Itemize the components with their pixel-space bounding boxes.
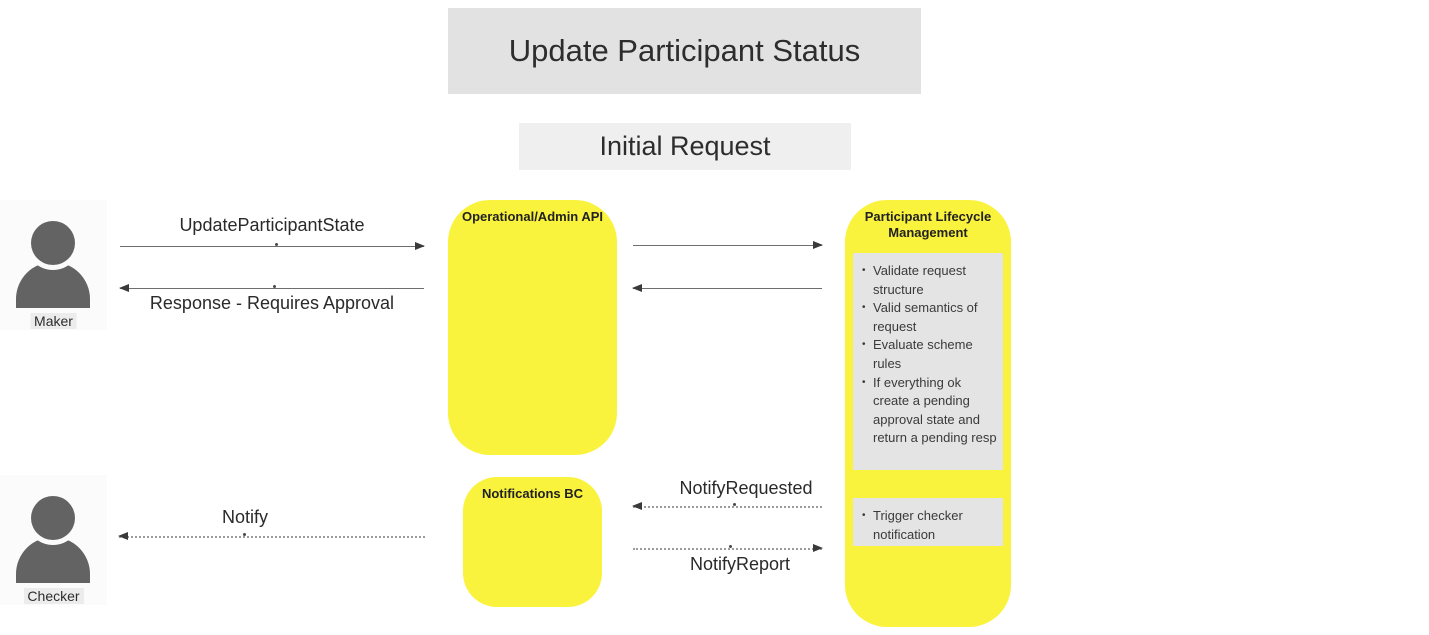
message-line-update-participant-state: [120, 246, 424, 247]
message-label-notify-report: NotifyReport: [689, 554, 791, 574]
message-line-plm-to-api: [633, 288, 822, 289]
component-title: Operational/Admin API: [461, 209, 604, 224]
message-label-notify-requested: NotifyRequested: [679, 478, 813, 498]
arrowhead-left-icon: [119, 284, 129, 292]
person-icon-body: [16, 262, 90, 308]
message-line-api-to-plm: [633, 245, 822, 246]
midpoint-dot: [243, 533, 246, 536]
actor-maker-label: Maker: [30, 313, 77, 329]
message-line-notify-report: [633, 548, 822, 550]
list-item: Trigger checker notification: [862, 507, 999, 544]
validation-steps-list: Validate request structureValid semantic…: [857, 262, 1001, 448]
arrowhead-left-icon: [118, 532, 128, 540]
midpoint-dot: [733, 503, 736, 506]
notification-steps-list: Trigger checker notification: [857, 507, 1001, 544]
component-participant-lifecycle-management: Participant Lifecycle Management Validat…: [845, 200, 1011, 627]
list-item: If everything ok create a pending approv…: [862, 374, 999, 448]
person-icon: [31, 221, 75, 265]
message-label-response-requires-approval: Response - Requires Approval: [149, 293, 395, 313]
component-title: Participant Lifecycle Management: [864, 209, 992, 240]
message-label-notify: Notify: [221, 507, 268, 527]
arrowhead-right-icon: [813, 241, 823, 249]
actor-checker-label: Checker: [23, 588, 84, 604]
midpoint-dot: [729, 545, 732, 548]
message-line-notify: [119, 536, 425, 538]
actor-checker: Checker: [0, 475, 107, 605]
component-operational-admin-api: Operational/Admin API: [448, 200, 617, 455]
message-line-notify-requested: [633, 506, 822, 508]
arrowhead-right-icon: [415, 242, 425, 250]
component-notifications-bc: Notifications BC: [463, 477, 602, 607]
message-label-update-participant-state: UpdateParticipantState: [179, 215, 365, 235]
arrowhead-right-icon: [813, 544, 823, 552]
list-item: Evaluate scheme rules: [862, 336, 999, 373]
diagram-subtitle: Initial Request: [519, 123, 851, 170]
midpoint-dot: [273, 285, 276, 288]
midpoint-dot: [275, 243, 278, 246]
component-title: Notifications BC: [481, 486, 584, 501]
notification-steps-panel: Trigger checker notification: [853, 498, 1003, 546]
actor-maker: Maker: [0, 200, 107, 330]
arrowhead-left-icon: [632, 284, 642, 292]
person-icon: [31, 496, 75, 540]
list-item: Validate request structure: [862, 262, 999, 299]
arrowhead-left-icon: [632, 502, 642, 510]
message-line-response-requires-approval: [120, 288, 424, 289]
validation-steps-panel: Validate request structureValid semantic…: [853, 253, 1003, 470]
list-item: Valid semantics of request: [862, 299, 999, 336]
person-icon-body: [16, 537, 90, 583]
diagram-title: Update Participant Status: [448, 8, 921, 94]
